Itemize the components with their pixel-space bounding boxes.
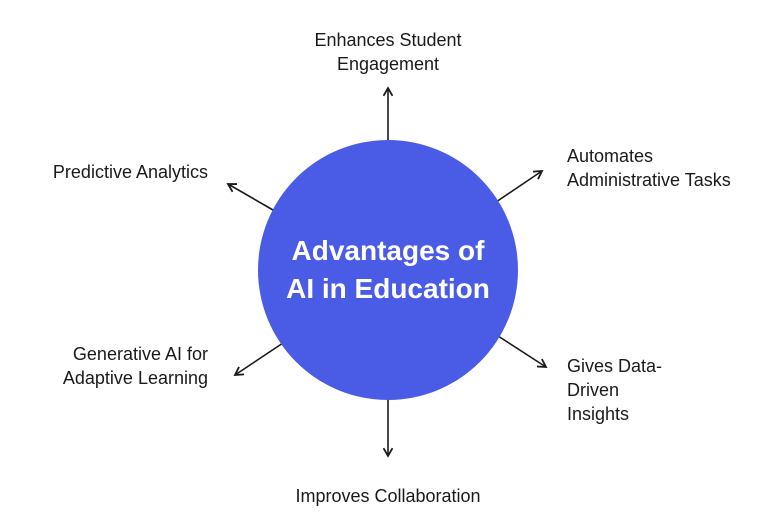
branch-predictive-analytics: Predictive Analytics: [52, 162, 208, 182]
arrow-top-left: [226, 183, 274, 211]
branch-data-insights: Gives Data- Driven Insights: [567, 356, 663, 424]
arrow-bottom-left: [233, 342, 284, 377]
branch-automates-admin: Automates Administrative Tasks: [567, 146, 731, 190]
branch-enhances-engagement: Enhances Student Engagement: [314, 30, 462, 74]
branch-generative-ai: Generative AI for Adaptive Learning: [62, 344, 208, 388]
arrow-bottom-right: [497, 335, 548, 368]
center-title: Advantages of AI in Education: [286, 235, 490, 304]
branch-collaboration: Improves Collaboration: [295, 486, 481, 506]
center-node: Advantages of AI in Education: [258, 140, 518, 400]
arrow-top-right: [495, 169, 544, 203]
